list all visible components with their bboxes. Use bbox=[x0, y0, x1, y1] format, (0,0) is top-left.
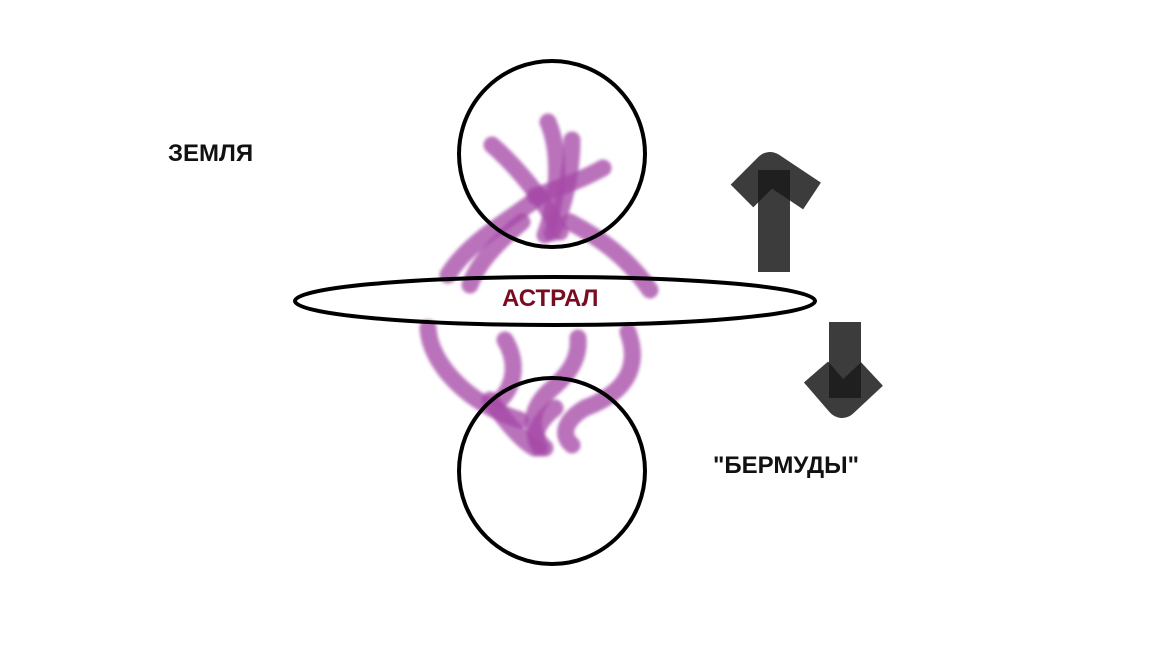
earth-label: ЗЕМЛЯ bbox=[168, 140, 253, 168]
upper-tendrils bbox=[448, 122, 650, 290]
arrow-down-icon bbox=[816, 322, 872, 402]
astral-label: АСТРАЛ bbox=[502, 285, 599, 313]
lower-tendrils bbox=[428, 328, 632, 448]
arrow-up-icon bbox=[742, 168, 812, 272]
bermuda-label: "БЕРМУДЫ" bbox=[713, 452, 859, 480]
